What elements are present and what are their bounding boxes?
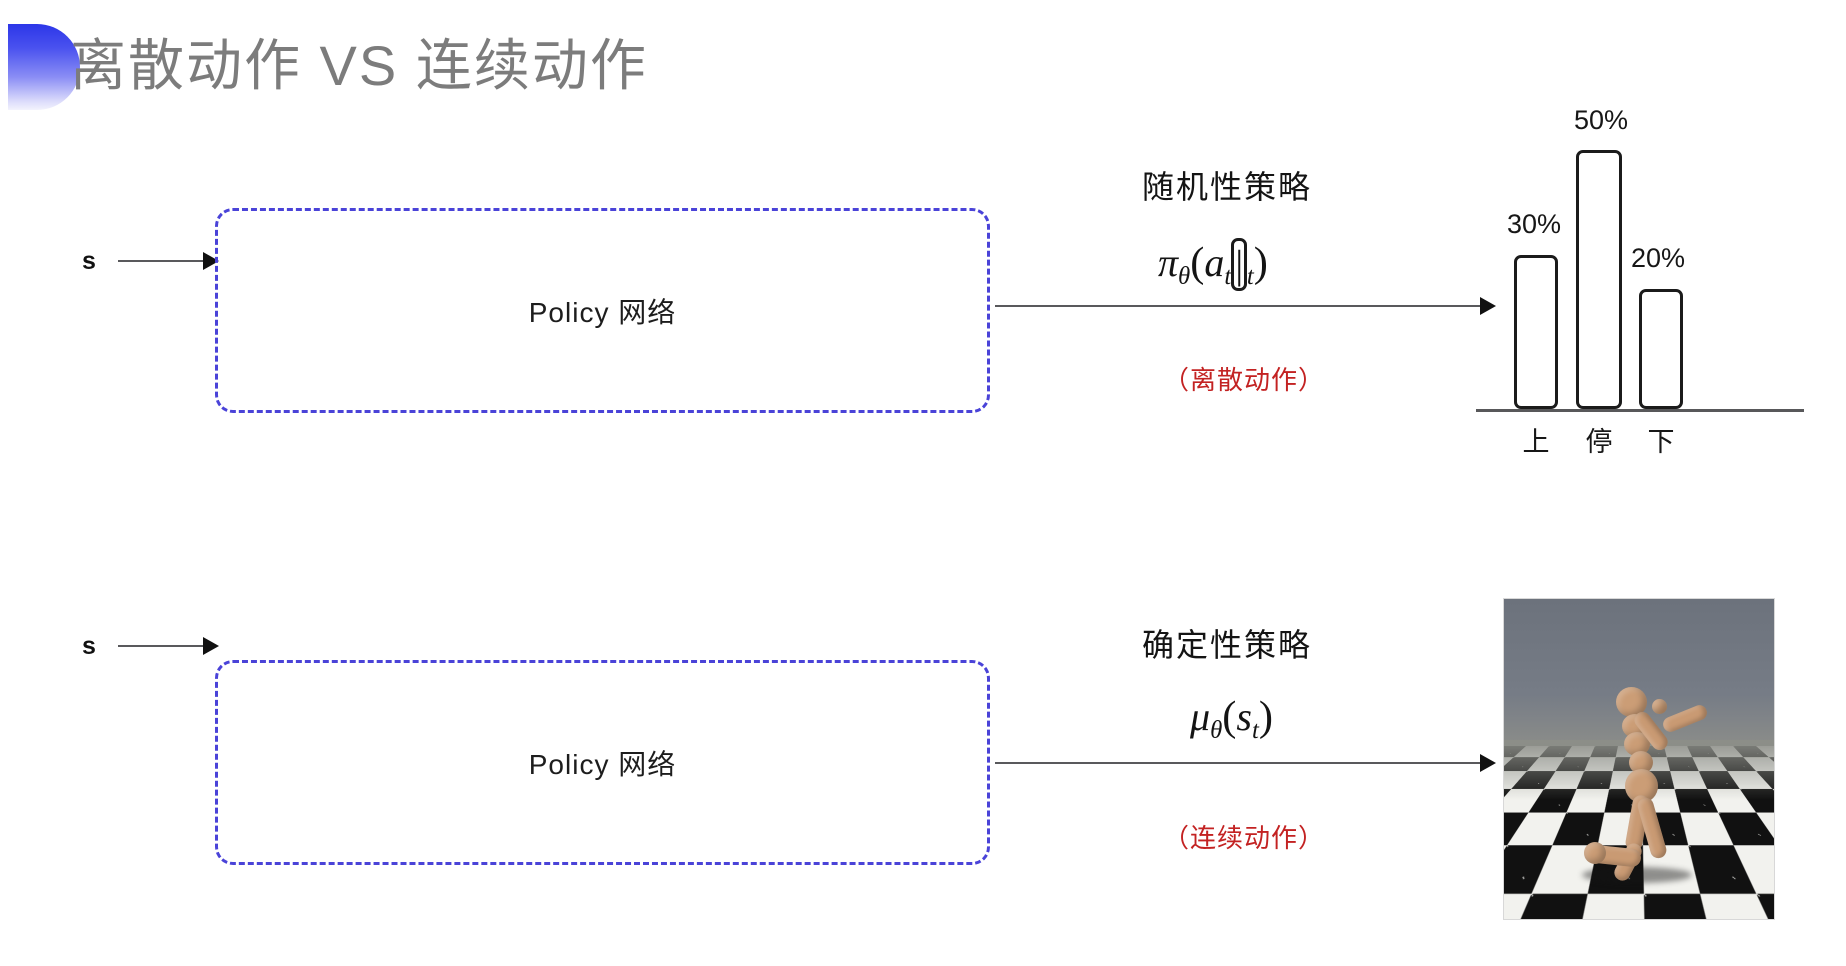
bar-0[interactable] xyxy=(1514,255,1558,409)
row1-formula: πθ(at|st) xyxy=(1158,238,1268,291)
row1-policy-network-label: Policy 网络 xyxy=(528,296,677,328)
row1-input-label: s xyxy=(82,247,96,275)
chart-baseline-axis xyxy=(1476,409,1804,412)
row2-policy-network-label: Policy 网络 xyxy=(528,748,677,780)
row1-formula-arg2-sub: t xyxy=(1246,262,1254,290)
row2-action-tag: （连续动作） xyxy=(1163,823,1326,853)
row1-formula-close-paren: ) xyxy=(1253,239,1268,286)
discrete-action-bar-chart: 30% 上 50% 停 20% 下 xyxy=(1476,100,1806,457)
bar-value-1: 50% xyxy=(1574,105,1629,135)
row2-input-arrow-line xyxy=(118,645,208,647)
row2-formula-close-paren: ) xyxy=(1258,693,1273,740)
bar-category-2: 下 xyxy=(1647,427,1675,457)
row1-formula-arg1-sub: t xyxy=(1224,262,1232,290)
page-title: 离散动作 VS 连续动作 xyxy=(70,34,648,97)
row1-formula-divider: | xyxy=(1231,238,1248,291)
row1-formula-pi: π xyxy=(1158,240,1179,285)
row1-output-arrow-line xyxy=(995,305,1485,307)
row1-input-arrow-line xyxy=(118,260,208,262)
row1-formula-arg1: a xyxy=(1204,240,1225,285)
row1-policy-network-box[interactable]: Policy 网络 xyxy=(215,208,990,413)
bar-value-2: 20% xyxy=(1631,243,1686,273)
row2-input-label: s xyxy=(82,632,96,660)
half-circle-bullet-icon xyxy=(8,24,80,110)
row2-formula-theta: θ xyxy=(1210,716,1223,744)
row2-formula-mu: μ xyxy=(1190,694,1211,739)
row1-output-arrow-head xyxy=(1480,297,1496,315)
row2-output-arrow-head xyxy=(1480,754,1496,772)
row1-formula-open-paren: ( xyxy=(1190,239,1205,286)
row2-policy-kind: 确定性策略 xyxy=(1142,627,1313,663)
row2-output-arrow-line xyxy=(995,762,1485,764)
humanoid-lower-torso xyxy=(1629,751,1653,774)
humanoid-ground-shadow xyxy=(1582,867,1692,883)
row2-formula: μθ(st) xyxy=(1190,692,1273,745)
humanoid-knee xyxy=(1584,842,1606,864)
row1-formula-theta: θ xyxy=(1178,262,1191,290)
row2-formula-arg1: s xyxy=(1236,694,1252,739)
bar-category-0: 上 xyxy=(1522,427,1550,457)
bar-2[interactable] xyxy=(1639,289,1683,409)
row2-formula-arg1-sub: t xyxy=(1251,716,1259,744)
row1-policy-kind: 随机性策略 xyxy=(1142,169,1313,205)
row2-input-arrow-head xyxy=(203,637,219,655)
row2-formula-open-paren: ( xyxy=(1222,693,1237,740)
humanoid-hand xyxy=(1652,699,1667,714)
humanoid-simulation-image xyxy=(1503,598,1775,920)
bar-1[interactable] xyxy=(1576,150,1622,409)
row1-action-tag: （离散动作） xyxy=(1163,365,1326,395)
bar-value-0: 30% xyxy=(1507,209,1562,239)
bar-category-1: 停 xyxy=(1585,427,1613,457)
row2-policy-network-box[interactable]: Policy 网络 xyxy=(215,660,990,865)
